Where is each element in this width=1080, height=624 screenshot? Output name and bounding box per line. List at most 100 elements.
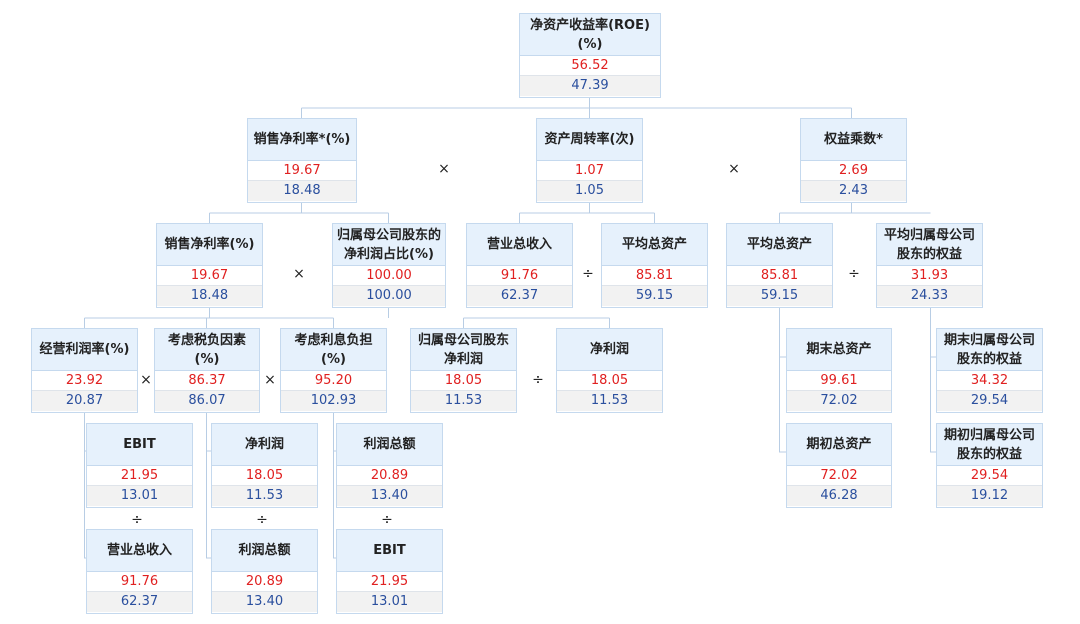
current-value: 18.05 xyxy=(212,466,317,486)
current-value: 21.95 xyxy=(337,572,442,592)
node-total-revenue[interactable]: 营业总收入 91.76 62.37 xyxy=(466,223,573,308)
node-title: 营业总收入 xyxy=(467,224,572,266)
node-total-profit-2[interactable]: 利润总额 20.89 13.40 xyxy=(336,423,443,508)
current-value: 85.81 xyxy=(727,266,832,286)
previous-value: 18.48 xyxy=(248,181,356,201)
current-value: 2.69 xyxy=(801,161,906,181)
divide-operator: ÷ xyxy=(131,512,143,528)
node-title: 期初总资产 xyxy=(787,424,891,466)
current-value: 85.81 xyxy=(602,266,707,286)
divide-operator: ÷ xyxy=(582,266,594,282)
node-title: 期末总资产 xyxy=(787,329,891,371)
node-title: 期末归属母公司股东的权益 xyxy=(937,329,1042,371)
multiply-operator: × xyxy=(293,266,305,282)
node-title: EBIT xyxy=(87,424,192,466)
current-value: 56.52 xyxy=(520,56,660,76)
multiply-operator: × xyxy=(140,372,152,388)
multiply-operator: × xyxy=(728,161,740,177)
current-value: 20.89 xyxy=(337,466,442,486)
previous-value: 62.37 xyxy=(87,592,192,612)
node-avg-parent-equity[interactable]: 平均归属母公司股东的权益 31.93 24.33 xyxy=(876,223,983,308)
current-value: 91.76 xyxy=(467,266,572,286)
node-asset-turnover[interactable]: 资产周转率(次) 1.07 1.05 xyxy=(536,118,643,203)
previous-value: 13.40 xyxy=(212,592,317,612)
divide-operator: ÷ xyxy=(381,512,393,528)
node-title: 净利润 xyxy=(212,424,317,466)
previous-value: 13.40 xyxy=(337,486,442,506)
node-title: 平均总资产 xyxy=(602,224,707,266)
previous-value: 62.37 xyxy=(467,286,572,306)
node-title: 归属母公司股东净利润 xyxy=(411,329,516,371)
node-ebit-2[interactable]: EBIT 21.95 13.01 xyxy=(336,529,443,614)
previous-value: 2.43 xyxy=(801,181,906,201)
node-title: 净利润 xyxy=(557,329,662,371)
previous-value: 18.48 xyxy=(157,286,262,306)
current-value: 1.07 xyxy=(537,161,642,181)
node-title: 考虑利息负担(%) xyxy=(281,329,386,371)
node-total-profit[interactable]: 利润总额 20.89 13.40 xyxy=(211,529,318,614)
node-net-profit[interactable]: 净利润 18.05 11.53 xyxy=(556,328,663,413)
current-value: 95.20 xyxy=(281,371,386,391)
node-end-total-assets[interactable]: 期末总资产 99.61 72.02 xyxy=(786,328,892,413)
node-title: 销售净利率(%) xyxy=(157,224,262,266)
current-value: 99.61 xyxy=(787,371,891,391)
previous-value: 46.28 xyxy=(787,486,891,506)
node-operating-margin[interactable]: 经营利润率(%) 23.92 20.87 xyxy=(31,328,138,413)
previous-value: 1.05 xyxy=(537,181,642,201)
previous-value: 20.87 xyxy=(32,391,137,411)
node-title: 考虑税负因素(%) xyxy=(155,329,259,371)
node-title: 平均总资产 xyxy=(727,224,832,266)
node-avg-total-assets-equity[interactable]: 平均总资产 85.81 59.15 xyxy=(726,223,833,308)
multiply-operator: × xyxy=(438,161,450,177)
previous-value: 11.53 xyxy=(212,486,317,506)
previous-value: 29.54 xyxy=(937,391,1042,411)
previous-value: 86.07 xyxy=(155,391,259,411)
node-title: 平均归属母公司股东的权益 xyxy=(877,224,982,266)
node-equity-multiplier[interactable]: 权益乘数* 2.69 2.43 xyxy=(800,118,907,203)
node-interest-burden[interactable]: 考虑利息负担(%) 95.20 102.93 xyxy=(280,328,387,413)
node-title: 归属母公司股东的净利润占比(%) xyxy=(333,224,445,266)
node-title: EBIT xyxy=(337,530,442,572)
node-begin-parent-equity[interactable]: 期初归属母公司股东的权益 29.54 19.12 xyxy=(936,423,1043,508)
node-ebit[interactable]: EBIT 21.95 13.01 xyxy=(86,423,193,508)
current-value: 19.67 xyxy=(248,161,356,181)
previous-value: 13.01 xyxy=(87,486,192,506)
multiply-operator: × xyxy=(264,372,276,388)
node-parent-np-ratio[interactable]: 归属母公司股东的净利润占比(%) 100.00 100.00 xyxy=(332,223,446,308)
node-net-margin-star[interactable]: 销售净利率*(%) 19.67 18.48 xyxy=(247,118,357,203)
node-avg-total-assets[interactable]: 平均总资产 85.81 59.15 xyxy=(601,223,708,308)
current-value: 19.67 xyxy=(157,266,262,286)
current-value: 20.89 xyxy=(212,572,317,592)
node-parent-net-profit[interactable]: 归属母公司股东净利润 18.05 11.53 xyxy=(410,328,517,413)
node-title: 资产周转率(次) xyxy=(537,119,642,161)
previous-value: 11.53 xyxy=(557,391,662,411)
previous-value: 72.02 xyxy=(787,391,891,411)
divide-operator: ÷ xyxy=(256,512,268,528)
previous-value: 13.01 xyxy=(337,592,442,612)
current-value: 91.76 xyxy=(87,572,192,592)
node-net-profit-2[interactable]: 净利润 18.05 11.53 xyxy=(211,423,318,508)
previous-value: 47.39 xyxy=(520,76,660,96)
node-title: 权益乘数* xyxy=(801,119,906,161)
divide-operator: ÷ xyxy=(848,266,860,282)
current-value: 72.02 xyxy=(787,466,891,486)
node-total-revenue-2[interactable]: 营业总收入 91.76 62.37 xyxy=(86,529,193,614)
node-end-parent-equity[interactable]: 期末归属母公司股东的权益 34.32 29.54 xyxy=(936,328,1043,413)
node-title: 营业总收入 xyxy=(87,530,192,572)
node-begin-total-assets[interactable]: 期初总资产 72.02 46.28 xyxy=(786,423,892,508)
current-value: 21.95 xyxy=(87,466,192,486)
node-title: 利润总额 xyxy=(337,424,442,466)
node-roe[interactable]: 净资产收益率(ROE)(%) 56.52 47.39 xyxy=(519,13,661,98)
current-value: 86.37 xyxy=(155,371,259,391)
node-tax-factor[interactable]: 考虑税负因素(%) 86.37 86.07 xyxy=(154,328,260,413)
previous-value: 19.12 xyxy=(937,486,1042,506)
previous-value: 100.00 xyxy=(333,286,445,306)
divide-operator: ÷ xyxy=(532,372,544,388)
node-title: 销售净利率*(%) xyxy=(248,119,356,161)
current-value: 34.32 xyxy=(937,371,1042,391)
node-title: 利润总额 xyxy=(212,530,317,572)
current-value: 31.93 xyxy=(877,266,982,286)
node-net-margin[interactable]: 销售净利率(%) 19.67 18.48 xyxy=(156,223,263,308)
previous-value: 102.93 xyxy=(281,391,386,411)
current-value: 23.92 xyxy=(32,371,137,391)
